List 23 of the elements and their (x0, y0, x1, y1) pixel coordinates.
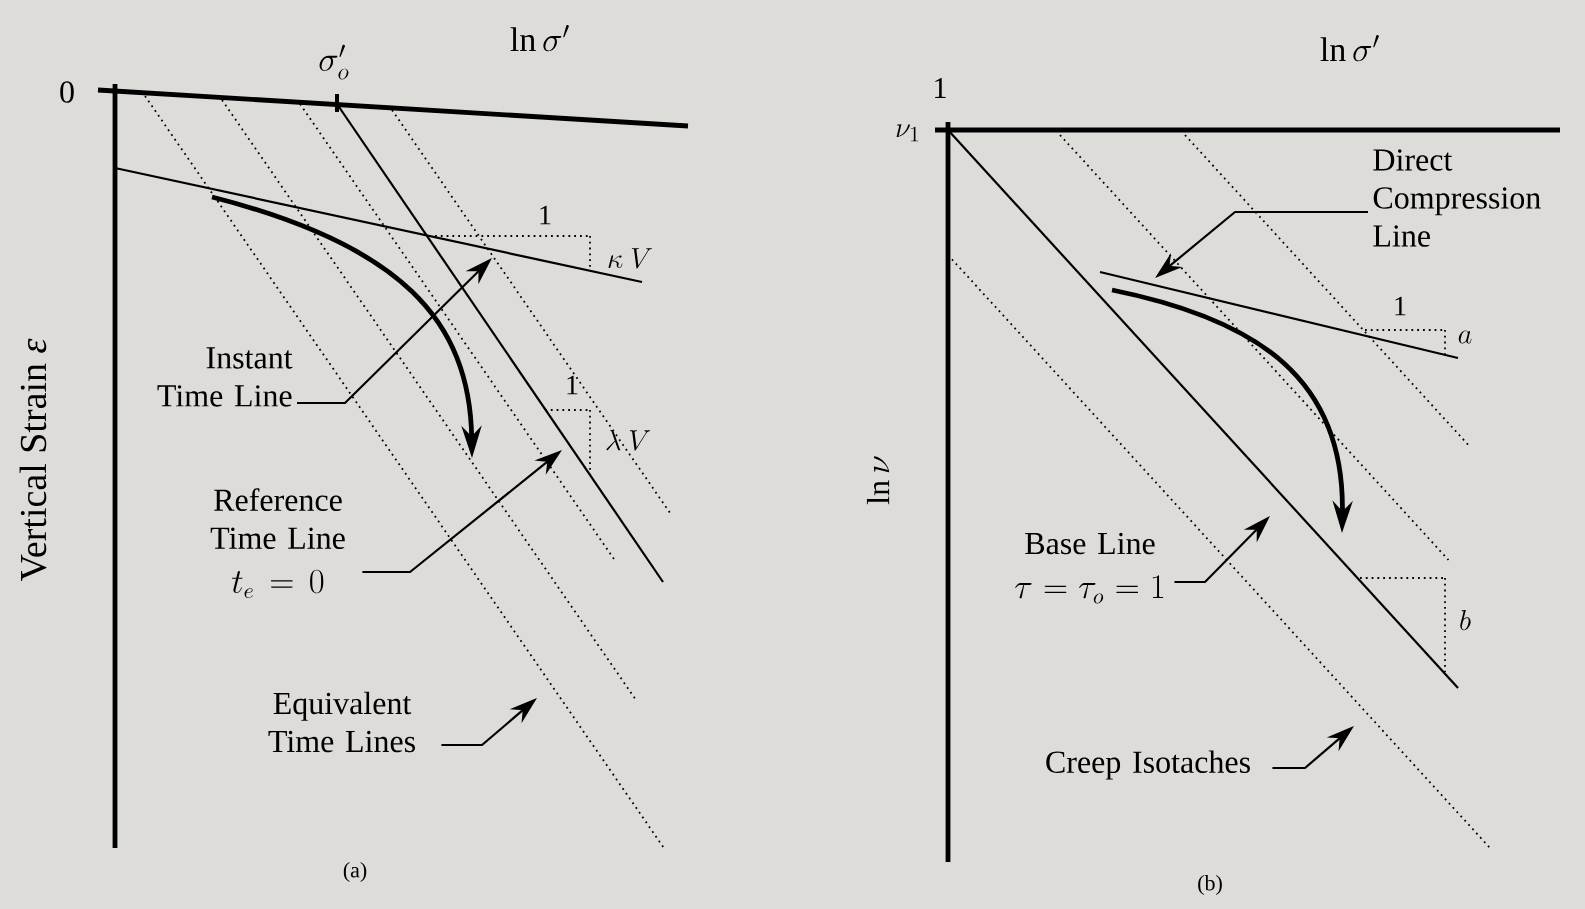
callout-text: Reference Time Line $t_e = 0$ (210, 488, 345, 599)
axis-label: 1 (567, 375, 578, 395)
axis-label: (b) (1198, 875, 1222, 895)
axis-label: $\lambda\ V$ (606, 430, 651, 451)
axis-label: 1 (1395, 296, 1406, 316)
callout-text: Creep Isotaches (1046, 750, 1250, 780)
axis-label: $\kappa\ V$ (608, 248, 652, 269)
axis-label: $\ln \sigma'$ (1320, 34, 1379, 62)
axis-label: 1 (935, 78, 946, 98)
axis-label: $\nu_1$ (896, 124, 919, 142)
axis-label: $\ln \nu$ (866, 456, 890, 505)
callout-text: Equivalent Time Lines (268, 691, 415, 753)
callout-text: Instant Time Line (157, 347, 293, 407)
axis-label: Vertical Strain ε (19, 338, 47, 581)
callout-text: Base Line $\tau = \tau_o = 1$ (1015, 532, 1164, 604)
axis-label: 1 (540, 205, 551, 225)
callout-text: Direct Compression Line (1373, 149, 1541, 247)
axis-label: $\sigma'_o$ (319, 44, 349, 80)
axis-label: (a) (343, 862, 367, 882)
axis-label: $\ln \sigma'$ (510, 24, 569, 52)
axis-label: 0 (60, 81, 74, 103)
axis-label: $a$ (1458, 330, 1472, 344)
axis-label: $b$ (1460, 610, 1471, 631)
